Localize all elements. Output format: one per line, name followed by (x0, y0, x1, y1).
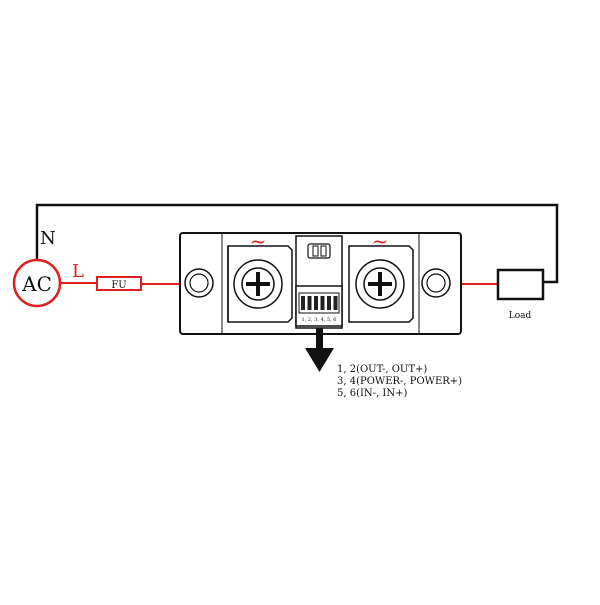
relay-module: ~ ~ 1, 2, 3, 4, 5, 6 (179, 229, 462, 335)
live-label: L (72, 261, 84, 282)
ac-symbol-right: ~ (372, 229, 389, 253)
terminal-left (227, 245, 293, 323)
legend-line-1: 1, 2(OUT-, OUT+) (337, 364, 427, 375)
mounting-hole-left (184, 268, 214, 298)
mounting-hole-right (421, 268, 451, 298)
fuse-label: FU (111, 280, 126, 291)
control-connector: 1, 2, 3, 4, 5, 6 (295, 235, 343, 329)
ac-source (12, 258, 62, 308)
connector-arrow (305, 328, 334, 372)
legend-line-3: 5, 6(IN-, IN+) (337, 388, 407, 399)
ac-source-label: AC (21, 272, 52, 296)
legend-line-2: 3, 4(POWER-, POWER+) (337, 376, 462, 387)
neutral-label: N (40, 228, 56, 249)
terminal-right (348, 245, 414, 323)
neutral-wire (35, 203, 559, 284)
fuse (96, 276, 142, 291)
pin-number-label: 1, 2, 3, 4, 5, 6 (302, 317, 337, 323)
ac-symbol-left: ~ (250, 229, 267, 253)
load-label: Load (509, 311, 532, 321)
pin-legend: 1, 2(OUT-, OUT+) 3, 4(POWER-, POWER+) 5,… (337, 364, 462, 399)
load (496, 268, 545, 301)
